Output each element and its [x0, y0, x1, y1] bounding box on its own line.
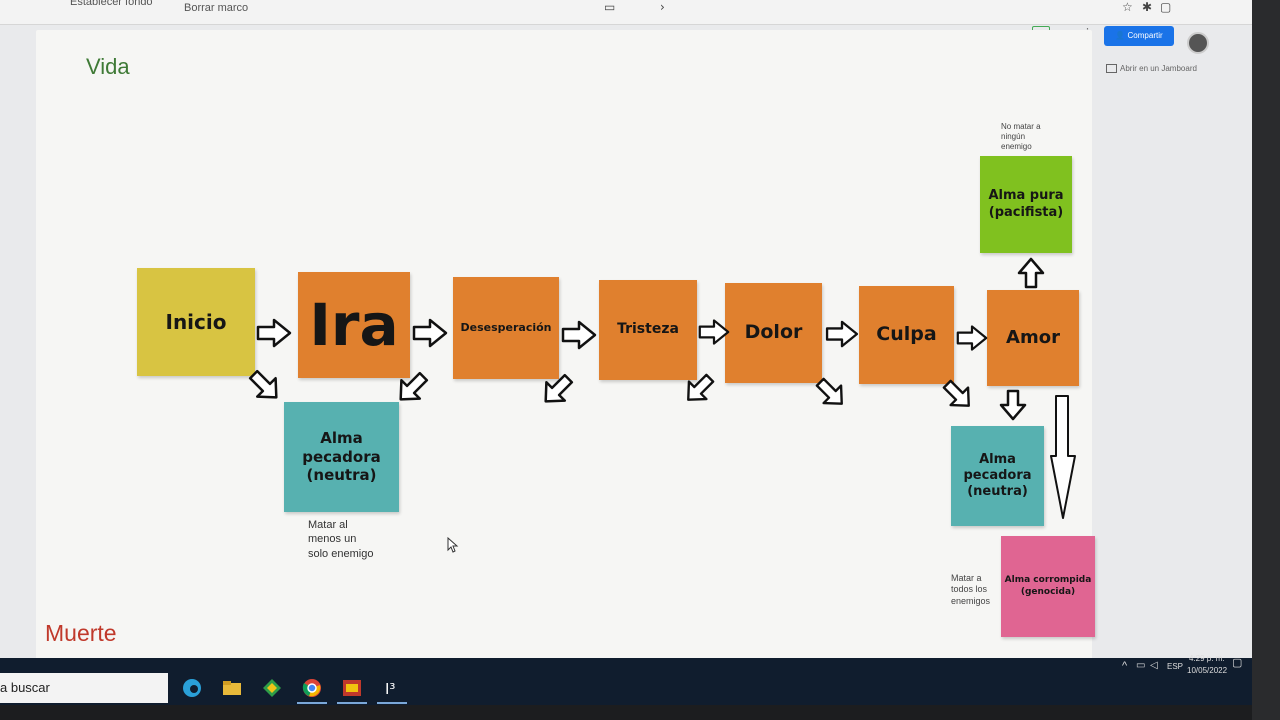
active-app-indicator: [297, 702, 327, 704]
media-app-icon[interactable]: [337, 677, 367, 704]
note-alma-pura[interactable]: Alma pura (pacifista): [980, 156, 1072, 253]
note-culpa-text: Culpa: [876, 323, 937, 346]
arrow-up-icon[interactable]: [1017, 257, 1045, 289]
note-dolor[interactable]: Dolor: [725, 283, 822, 383]
set-background-button[interactable]: Establecer fondo: [70, 0, 153, 8]
arrow-right-icon[interactable]: [256, 318, 292, 348]
language-indicator[interactable]: ESP: [1167, 662, 1184, 671]
mouse-pointer-icon: [447, 536, 459, 557]
death-label: Muerte: [45, 620, 117, 646]
app-i3-icon[interactable]: I³: [377, 677, 407, 704]
note-inicio[interactable]: Inicio: [137, 268, 255, 376]
person-icon: 👤: [1115, 31, 1126, 40]
caption-matar-todos: Matar a todos los enemigos: [951, 573, 991, 606]
network-icon[interactable]: ▭: [1136, 660, 1146, 671]
note-tristeza[interactable]: Tristeza: [599, 280, 697, 380]
arrow-right-icon[interactable]: [825, 320, 859, 348]
arrow-down-left-icon[interactable]: [537, 370, 577, 410]
frame-bar-icon[interactable]: ▭: [604, 0, 616, 14]
caption-no-matar: No matar a ningún enemigo: [1001, 122, 1041, 151]
star-icon[interactable]: ☆: [1122, 0, 1133, 14]
taskbar-search-input[interactable]: a buscar: [0, 673, 168, 703]
note-dolor-text: Dolor: [744, 321, 803, 344]
chevron-right-icon[interactable]: ›: [660, 0, 665, 14]
arrow-down-right-icon[interactable]: [812, 374, 850, 412]
taskbar-search-text: a buscar: [0, 680, 50, 695]
show-hidden-icons-icon[interactable]: ^: [1122, 660, 1128, 672]
note-alma-pecadora-1[interactable]: Alma pecadora (neutra): [284, 402, 399, 512]
note-alma-pecadora-1-text: Alma pecadora (neutra): [302, 428, 381, 485]
note-ira-text: Ira: [309, 290, 399, 359]
volume-icon[interactable]: ◁: [1150, 660, 1158, 671]
life-label: Vida: [86, 54, 130, 79]
arrow-right-icon[interactable]: [698, 318, 730, 346]
jamboard-icon: [1106, 64, 1117, 74]
notifications-icon[interactable]: ▢: [1232, 657, 1243, 669]
caption-matar-al-menos: Matar al menos un solo enemigo: [308, 519, 374, 560]
clock-time[interactable]: 4:29 p. m.: [1189, 654, 1225, 663]
window-icon[interactable]: ▢: [1160, 0, 1172, 14]
note-inicio-text: Inicio: [165, 309, 227, 334]
arrow-right-icon[interactable]: [412, 318, 448, 348]
file-explorer-icon[interactable]: [221, 677, 243, 699]
open-in-jamboard-link[interactable]: Abrir en un Jamboard: [1106, 64, 1197, 74]
note-tristeza-text: Tristeza: [617, 321, 679, 338]
clear-frame-button[interactable]: Borrar marco: [184, 2, 249, 14]
arrow-down-right-icon[interactable]: [245, 366, 285, 406]
arrow-down-right-icon[interactable]: [939, 376, 977, 414]
maps-app-icon[interactable]: [261, 677, 283, 699]
taskbar: [0, 658, 1252, 705]
edge-icon[interactable]: [181, 677, 203, 699]
note-alma-corrompida[interactable]: Alma corrompida (genocida): [1001, 536, 1095, 637]
share-label: Compartir: [1127, 31, 1163, 40]
note-desesperacion-text: Desesperación: [460, 321, 552, 335]
long-arrow-down-icon[interactable]: [1048, 394, 1078, 522]
note-alma-pecadora-2-text: Alma pecadora (neutra): [963, 451, 1032, 500]
note-alma-pura-text: Alma pura (pacifista): [988, 188, 1064, 220]
note-alma-corrompida-text: Alma corrompida (genocida): [1004, 575, 1092, 597]
note-alma-pecadora-2[interactable]: Alma pecadora (neutra): [951, 426, 1044, 526]
active-app-indicator: [377, 702, 407, 704]
extension-icon[interactable]: ✱: [1142, 0, 1153, 14]
chrome-icon[interactable]: [297, 677, 327, 704]
note-ira[interactable]: Ira: [298, 272, 410, 378]
note-culpa[interactable]: Culpa: [859, 286, 954, 384]
avatar[interactable]: [1187, 32, 1209, 54]
arrow-right-icon[interactable]: [956, 324, 988, 352]
monitor-screen: Establecer fondo Borrar marco ▭ › ☆ ✱ ▢ …: [0, 0, 1252, 705]
svg-text:I³: I³: [385, 680, 395, 698]
monitor-bezel: [1252, 0, 1280, 720]
note-amor-text: Amor: [1006, 326, 1060, 348]
active-app-indicator: [337, 702, 367, 704]
arrow-down-left-icon[interactable]: [680, 370, 718, 408]
note-amor[interactable]: Amor: [987, 290, 1079, 386]
clock-date[interactable]: 10/05/2022: [1187, 666, 1228, 675]
arrow-down-left-icon[interactable]: [392, 368, 432, 408]
arrow-down-icon[interactable]: [999, 389, 1027, 421]
open-in-jamboard-label: Abrir en un Jamboard: [1120, 64, 1197, 73]
top-toolbar: Establecer fondo Borrar marco ▭ › ☆ ✱ ▢: [0, 0, 1252, 25]
note-desesperacion[interactable]: Desesperación: [453, 277, 559, 379]
arrow-right-icon[interactable]: [561, 320, 597, 350]
share-button[interactable]: 👤 Compartir: [1104, 26, 1174, 46]
